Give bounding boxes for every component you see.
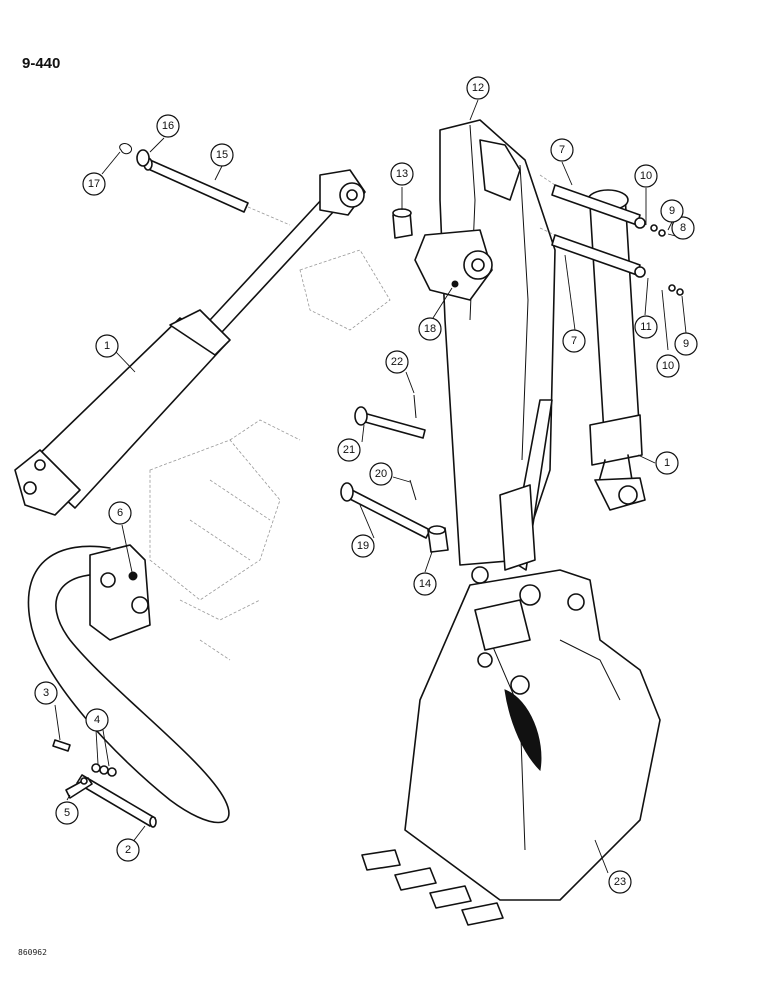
bucket-link	[499, 399, 553, 571]
svg-text:10: 10	[640, 170, 652, 182]
callout-16: 16	[156, 114, 180, 138]
svg-text:23: 23	[614, 876, 626, 888]
svg-text:14: 14	[419, 578, 431, 590]
callout-1-left: 1	[95, 334, 119, 358]
svg-text:13: 13	[396, 168, 408, 180]
svg-text:6: 6	[117, 507, 123, 519]
svg-text:18: 18	[424, 323, 436, 335]
svg-text:10: 10	[662, 360, 674, 372]
callout-18: 18	[418, 317, 442, 341]
svg-text:3: 3	[43, 687, 49, 699]
svg-text:7: 7	[571, 335, 577, 347]
callout-8: 8	[671, 216, 695, 240]
svg-text:1: 1	[104, 340, 110, 352]
svg-text:11: 11	[640, 321, 651, 333]
svg-text:9: 9	[669, 205, 675, 217]
svg-text:1: 1	[664, 457, 670, 469]
callout-5: 5	[55, 801, 79, 825]
svg-text:12: 12	[472, 82, 484, 94]
hydraulic-cylinder-left	[14, 169, 366, 516]
callout-1-right: 1	[655, 451, 679, 475]
callout-4: 4	[85, 708, 109, 732]
callout-14: 14	[413, 572, 437, 596]
callout-7-top: 7	[550, 138, 574, 162]
svg-text:22: 22	[391, 356, 403, 368]
callout-10-bottom: 10	[656, 354, 680, 378]
callout-2: 2	[116, 838, 140, 862]
callout-7-bottom: 7	[562, 329, 586, 353]
figure-code: 860962	[18, 948, 47, 957]
svg-text:8: 8	[680, 222, 686, 234]
callout-21: 21	[337, 438, 361, 462]
callout-6: 6	[108, 501, 132, 525]
grease-fitting-6	[128, 571, 138, 581]
callout-9-top: 9	[660, 199, 684, 223]
callout-9-bottom: 9	[674, 332, 698, 356]
svg-text:5: 5	[64, 807, 70, 819]
callout-22: 22	[385, 350, 409, 374]
pin-assembly-2	[52, 739, 157, 828]
svg-text:4: 4	[94, 714, 100, 726]
page-reference: 9-440	[22, 55, 61, 72]
svg-text:7: 7	[559, 144, 565, 156]
hydraulic-hose-loop	[27, 545, 230, 824]
background-loader-arm-ghost	[149, 249, 391, 661]
svg-text:9: 9	[683, 338, 689, 350]
svg-text:17: 17	[88, 178, 100, 190]
callout-15: 15	[210, 143, 234, 167]
callout-3: 3	[34, 681, 58, 705]
svg-text:21: 21	[343, 444, 355, 456]
callout-17: 17	[82, 172, 106, 196]
callout-13: 13	[390, 162, 414, 186]
svg-text:16: 16	[162, 120, 174, 132]
svg-text:19: 19	[357, 540, 369, 552]
bushing-13	[392, 208, 413, 239]
callout-11: 11	[634, 315, 658, 339]
bucket	[361, 566, 661, 926]
pin-assembly-7	[539, 174, 684, 296]
pin-assembly-15	[119, 143, 291, 226]
svg-text:2: 2	[125, 844, 131, 856]
cylinder-mount-bracket	[89, 544, 151, 641]
callout-10-top: 10	[634, 164, 658, 188]
callout-23: 23	[608, 870, 632, 894]
callout-20: 20	[369, 462, 393, 486]
hydraulic-cylinder-right	[587, 189, 646, 511]
pin-assembly-19-21	[340, 394, 449, 553]
dipper-boom	[414, 119, 556, 566]
svg-text:15: 15	[216, 149, 228, 161]
callout-19: 19	[351, 534, 375, 558]
callout-12: 12	[466, 76, 490, 100]
svg-text:20: 20	[375, 468, 387, 480]
